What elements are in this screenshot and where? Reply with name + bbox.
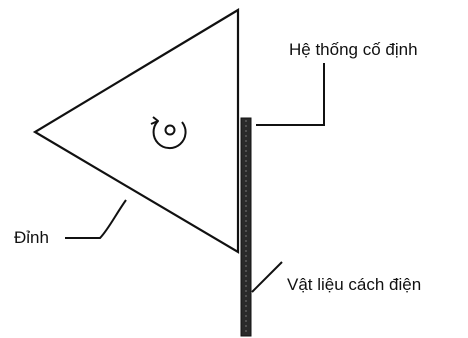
fixed-system-label: Hệ thống cố định — [289, 40, 418, 59]
vertex-leader — [65, 199, 127, 239]
insulating-leader — [251, 261, 283, 293]
rotation-icon — [150, 116, 187, 150]
insulating-material-label: Vật liệu cách điện — [287, 275, 422, 294]
vertex-label: Đỉnh — [14, 228, 49, 247]
triangle — [32, 8, 240, 254]
fixed-system-leader — [256, 63, 325, 126]
